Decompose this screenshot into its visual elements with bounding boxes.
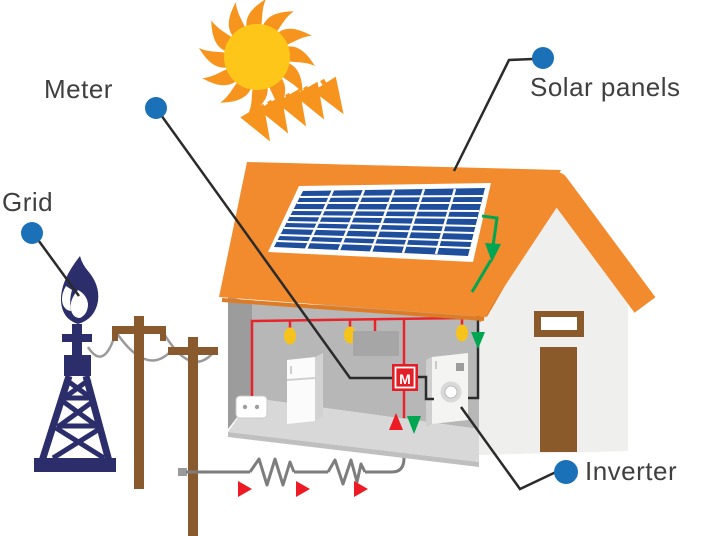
meter-box-letter: M [399,371,411,387]
house-icon [459,172,656,455]
green-down-arrow [485,243,501,262]
utility-pole-icon [112,316,166,489]
sun-rays-arrows-icon [240,76,344,142]
grid-flow-arrows [238,481,368,497]
interior-red-wiring [250,316,464,418]
wall-outlet-icon [235,395,268,419]
meter-box-icon: M [392,364,418,391]
fridge-icon [286,353,323,424]
red-up-arrow [389,413,403,430]
callout-dot [145,97,167,119]
inverter-callout-line [459,406,557,491]
green-down-arrow [407,416,421,434]
meter-label: Meter [44,74,113,104]
green-down-arrow [471,332,485,349]
callout-lines [34,57,557,491]
sun-core [224,24,290,90]
solar-panels-callout-line [452,57,534,172]
callout-dots [21,47,578,484]
inverter-unit-icon [426,353,468,427]
grid-label: Grid [2,187,54,217]
callout-dot [532,47,554,69]
solar-panels-label: Solar panels [530,72,681,102]
inverter-label: Inverter [585,456,678,486]
solar-panel-icon [268,183,491,262]
utility-pole-icon [168,337,218,536]
flame-icon [60,256,99,324]
front-door [540,347,577,452]
house-interior: M [228,296,485,467]
panel-green-wire [470,214,501,293]
callout-dot [554,460,578,484]
tv-panel-icon [353,331,399,356]
sun-icon [199,0,315,115]
derrick-tower-icon [34,324,116,472]
grid-callout-line [34,236,81,297]
callout-dot [21,222,43,244]
meter-callout-line [154,107,392,380]
